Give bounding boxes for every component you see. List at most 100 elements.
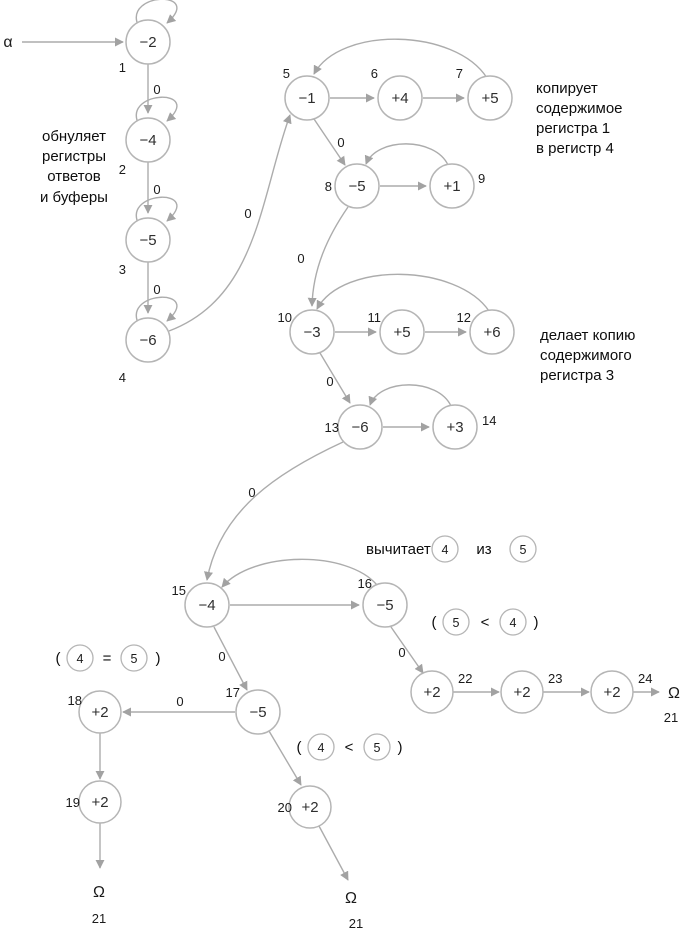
- node-9-op: +1: [443, 178, 460, 195]
- edge-16-22: [390, 626, 424, 674]
- node-22-circle: [410, 670, 454, 714]
- node-15-op: −4: [198, 597, 215, 614]
- annotation-line: ответов: [47, 168, 101, 185]
- node-14-circle: [432, 404, 478, 450]
- annotation-line: в регистр 4: [536, 140, 614, 157]
- node-op-labels: −2 −4 −5 −6 −1 +4 +5 −5 +1 −3 +5 +6 −6 +…: [91, 34, 620, 816]
- annotation-line: регистры: [42, 148, 106, 165]
- node-4-circle: [125, 317, 171, 363]
- edge-8-10: [307, 206, 349, 307]
- self-loop-node-4: [135, 296, 178, 324]
- node-1-circle: [125, 19, 171, 65]
- edge-8-10-label: 0: [297, 251, 304, 266]
- register-4-circle: [307, 733, 335, 761]
- node-8-number: 8: [325, 179, 332, 194]
- cond-close-paren: ): [156, 650, 161, 667]
- node-23-number: 23: [548, 671, 562, 686]
- annotation-subtract: вычитает 4 из 5: [366, 535, 537, 563]
- node-9-circle: [429, 163, 475, 209]
- edge-13-15: [204, 441, 344, 581]
- edge-17-20: [268, 730, 302, 786]
- edge-12-return-10: [316, 273, 490, 312]
- annotation-cond-4-eq-5: ( 4 = 5 ): [56, 644, 161, 672]
- node-16-number: 16: [358, 576, 372, 591]
- annotation-line: содержимого: [540, 347, 632, 364]
- node-19-circle: [78, 780, 122, 824]
- node-10-op: −3: [303, 324, 320, 341]
- node-1-op: −2: [139, 34, 156, 51]
- annotation-line: делает копию: [540, 327, 635, 344]
- node-numbers: 1 2 3 4 5 6 7 8 9 10 11 12 13 14 15 16 1…: [66, 60, 653, 815]
- node-15-circle: [184, 582, 230, 628]
- node-14-op: +3: [446, 419, 463, 436]
- node-18-op: +2: [91, 704, 108, 721]
- annotation-cond-5-lt-4: ( 5 < 4 ): [432, 608, 539, 636]
- edge-7-return-5: [313, 38, 488, 79]
- self-loop-node-1: [135, 0, 178, 26]
- node-22-op: +2: [423, 684, 440, 701]
- edge-13-15-label: 0: [248, 485, 255, 500]
- node-11-op: +5: [393, 324, 410, 341]
- node-8-op: −5: [348, 178, 365, 195]
- edge-16-22-label: 0: [398, 645, 405, 660]
- edge-5-8: [313, 118, 346, 166]
- omega-symbol-middle: Ω: [345, 890, 357, 907]
- annotation-line: регистра 1: [536, 120, 610, 137]
- node-10-circle: [289, 309, 335, 355]
- register-4-circle: [431, 535, 459, 563]
- node-20-number: 20: [278, 800, 292, 815]
- omega-left-number: 21: [92, 911, 106, 926]
- cond-close-paren: ): [534, 614, 539, 631]
- register-4-label: 4: [318, 741, 325, 755]
- register-5-label: 5: [453, 616, 460, 630]
- node-3-op: −5: [139, 232, 156, 249]
- register-5-circle: [363, 733, 391, 761]
- edge-14-return-13: [368, 384, 452, 407]
- register-4-circle: [499, 608, 527, 636]
- register-4-circle: [66, 644, 94, 672]
- node-17-number: 17: [226, 685, 240, 700]
- nodes: [78, 19, 634, 829]
- register-5-label: 5: [520, 543, 527, 557]
- node-6-number: 6: [371, 66, 378, 81]
- node-16-op: −5: [376, 597, 393, 614]
- annotation-cond-4-lt-5: ( 4 < 5 ): [297, 733, 403, 761]
- node-3-number: 3: [119, 262, 126, 277]
- node-11-circle: [379, 309, 425, 355]
- cond-operator: =: [103, 650, 112, 667]
- terminal-symbols: α Ω 21 Ω 21 Ω 21: [3, 34, 680, 931]
- node-11-number: 11: [368, 310, 382, 325]
- edge-10-13: [319, 352, 351, 404]
- edge-zero-labels: 0 0 0 0 0 0 0 0 0 0 0: [153, 82, 405, 709]
- node-14-number: 14: [482, 413, 496, 428]
- edge-5-8-label: 0: [337, 135, 344, 150]
- node-2-number: 2: [119, 162, 126, 177]
- annotation-line: регистра 3: [540, 367, 614, 384]
- node-7-number: 7: [456, 66, 463, 81]
- node-20-circle: [288, 785, 332, 829]
- node-6-op: +4: [391, 90, 408, 107]
- cond-open-paren: (: [56, 650, 61, 667]
- edge-2-3-label: 0: [153, 182, 160, 197]
- cond-close-paren: ): [398, 739, 403, 756]
- node-13-op: −6: [351, 419, 368, 436]
- edge-15-17: [213, 626, 248, 691]
- node-19-number: 19: [66, 795, 80, 810]
- node-19-op: +2: [91, 794, 108, 811]
- omega-symbol-right: Ω: [668, 685, 680, 702]
- omega-symbol-left: Ω: [93, 884, 105, 901]
- node-3-circle: [125, 217, 171, 263]
- cond-open-paren: (: [297, 739, 302, 756]
- omega-right-number: 21: [664, 710, 678, 725]
- node-8-circle: [334, 163, 380, 209]
- node-24-op: +2: [603, 684, 620, 701]
- node-7-op: +5: [481, 90, 498, 107]
- node-9-number: 9: [478, 171, 485, 186]
- node-22-number: 22: [458, 671, 472, 686]
- edge-17-18-label: 0: [176, 694, 183, 709]
- node-24-number: 24: [638, 671, 652, 686]
- edge-10-13-label: 0: [326, 374, 333, 389]
- node-17-op: −5: [249, 704, 266, 721]
- omega-middle-number: 21: [349, 916, 363, 931]
